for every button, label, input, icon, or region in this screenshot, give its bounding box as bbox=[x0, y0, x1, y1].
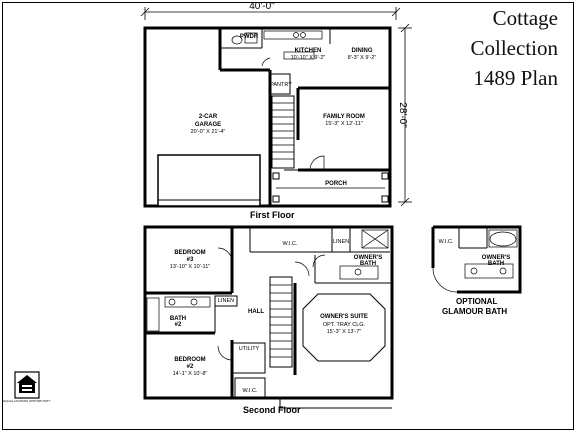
depth-dimension-line bbox=[398, 23, 412, 207]
second-floor-plan: BEDROOM #3 13'-10" X 10'-11" W.I.C. LINE… bbox=[143, 225, 394, 409]
second-floor-caption: Second Floor bbox=[243, 405, 301, 415]
garage-label-line1: 2-CAR bbox=[199, 114, 218, 120]
first-floor-plan: 40'-0" 28'-0" bbox=[140, 1, 412, 208]
pantry-label: PANTRY bbox=[270, 82, 292, 88]
first-floor-caption: First Floor bbox=[250, 210, 295, 220]
title-line-1: Cottage bbox=[492, 6, 558, 30]
porch-label: PORCH bbox=[325, 181, 347, 187]
title-line-2: Collection bbox=[470, 36, 559, 60]
bath2-label-line2: #2 bbox=[175, 322, 182, 328]
optional-label-line2: GLAMOUR BATH bbox=[442, 307, 508, 316]
second-floor-stairs bbox=[269, 276, 293, 368]
width-dimension-label: 40'-0" bbox=[249, 1, 275, 12]
linen-top-label: LINEN bbox=[333, 239, 349, 245]
hall-label: HALL bbox=[248, 309, 264, 315]
family-room-label: FAMILY ROOM bbox=[323, 114, 365, 120]
first-floor-exterior-wall bbox=[143, 26, 392, 208]
bedroom3-size: 13'-10" X 10'-11" bbox=[170, 264, 211, 270]
first-floor-stairs bbox=[271, 95, 295, 169]
optional-wic-label: W.I.C. bbox=[439, 239, 454, 245]
bedroom2-label: BEDROOM bbox=[174, 357, 205, 363]
bath2-label-line1: BATH bbox=[170, 316, 186, 322]
owners-suite-tray-ceiling bbox=[302, 293, 386, 362]
garage-door bbox=[157, 154, 261, 207]
depth-dimension-label: 28'-0" bbox=[397, 102, 408, 128]
utility-label: UTILITY bbox=[239, 346, 260, 352]
owners-bath-label-line2: BATH bbox=[360, 261, 376, 267]
owners-suite-note: OPT. TRAY CLG. bbox=[323, 322, 366, 328]
dining-size: 8'-3" X 9'-2" bbox=[348, 55, 377, 61]
bedroom3-label: BEDROOM bbox=[174, 250, 205, 256]
garage-size: 20'-0" X 21'-4" bbox=[191, 129, 226, 135]
owners-bath-label-line1: OWNER'S bbox=[354, 255, 382, 261]
optional-owners-bath-line2: BATH bbox=[488, 261, 504, 267]
pwdr-label: PWDR bbox=[240, 34, 259, 40]
optional-glamour-bath-plan: W.I.C. OWNER'S BATH bbox=[431, 225, 522, 294]
bedroom3-number: #3 bbox=[187, 257, 194, 263]
equal-housing-logo-text: EQUAL HOUSING OPPORTUNITY bbox=[3, 399, 50, 403]
wic-bottom-label: W.I.C. bbox=[243, 388, 258, 394]
equal-housing-logo: EQUAL HOUSING OPPORTUNITY bbox=[3, 371, 51, 403]
dining-label: DINING bbox=[352, 48, 373, 54]
title-line-3: 1489 Plan bbox=[473, 66, 558, 90]
width-dimension-line bbox=[140, 7, 401, 20]
kitchen-size: 10'-10" X 9'-2" bbox=[291, 55, 326, 61]
optional-owners-bath-line1: OWNER'S bbox=[482, 255, 510, 261]
wic-top-label: W.I.C. bbox=[283, 241, 298, 247]
linen-mid-label: LINEN bbox=[218, 298, 234, 304]
family-room-size: 15'-3" X 12'-11" bbox=[325, 121, 362, 127]
kitchen-label: KITCHEN bbox=[295, 48, 322, 54]
owners-suite-label: OWNER'S SUITE bbox=[320, 314, 368, 320]
garage-label-line2: GARAGE bbox=[195, 122, 221, 128]
second-floor-exterior-wall bbox=[143, 225, 394, 400]
bedroom2-number: #2 bbox=[187, 364, 194, 370]
owners-suite-size: 15'-3" X 13'-7" bbox=[327, 329, 362, 335]
optional-label-line1: OPTIONAL bbox=[456, 297, 498, 306]
bedroom2-size: 14'-1" X 10'-8" bbox=[173, 371, 208, 377]
